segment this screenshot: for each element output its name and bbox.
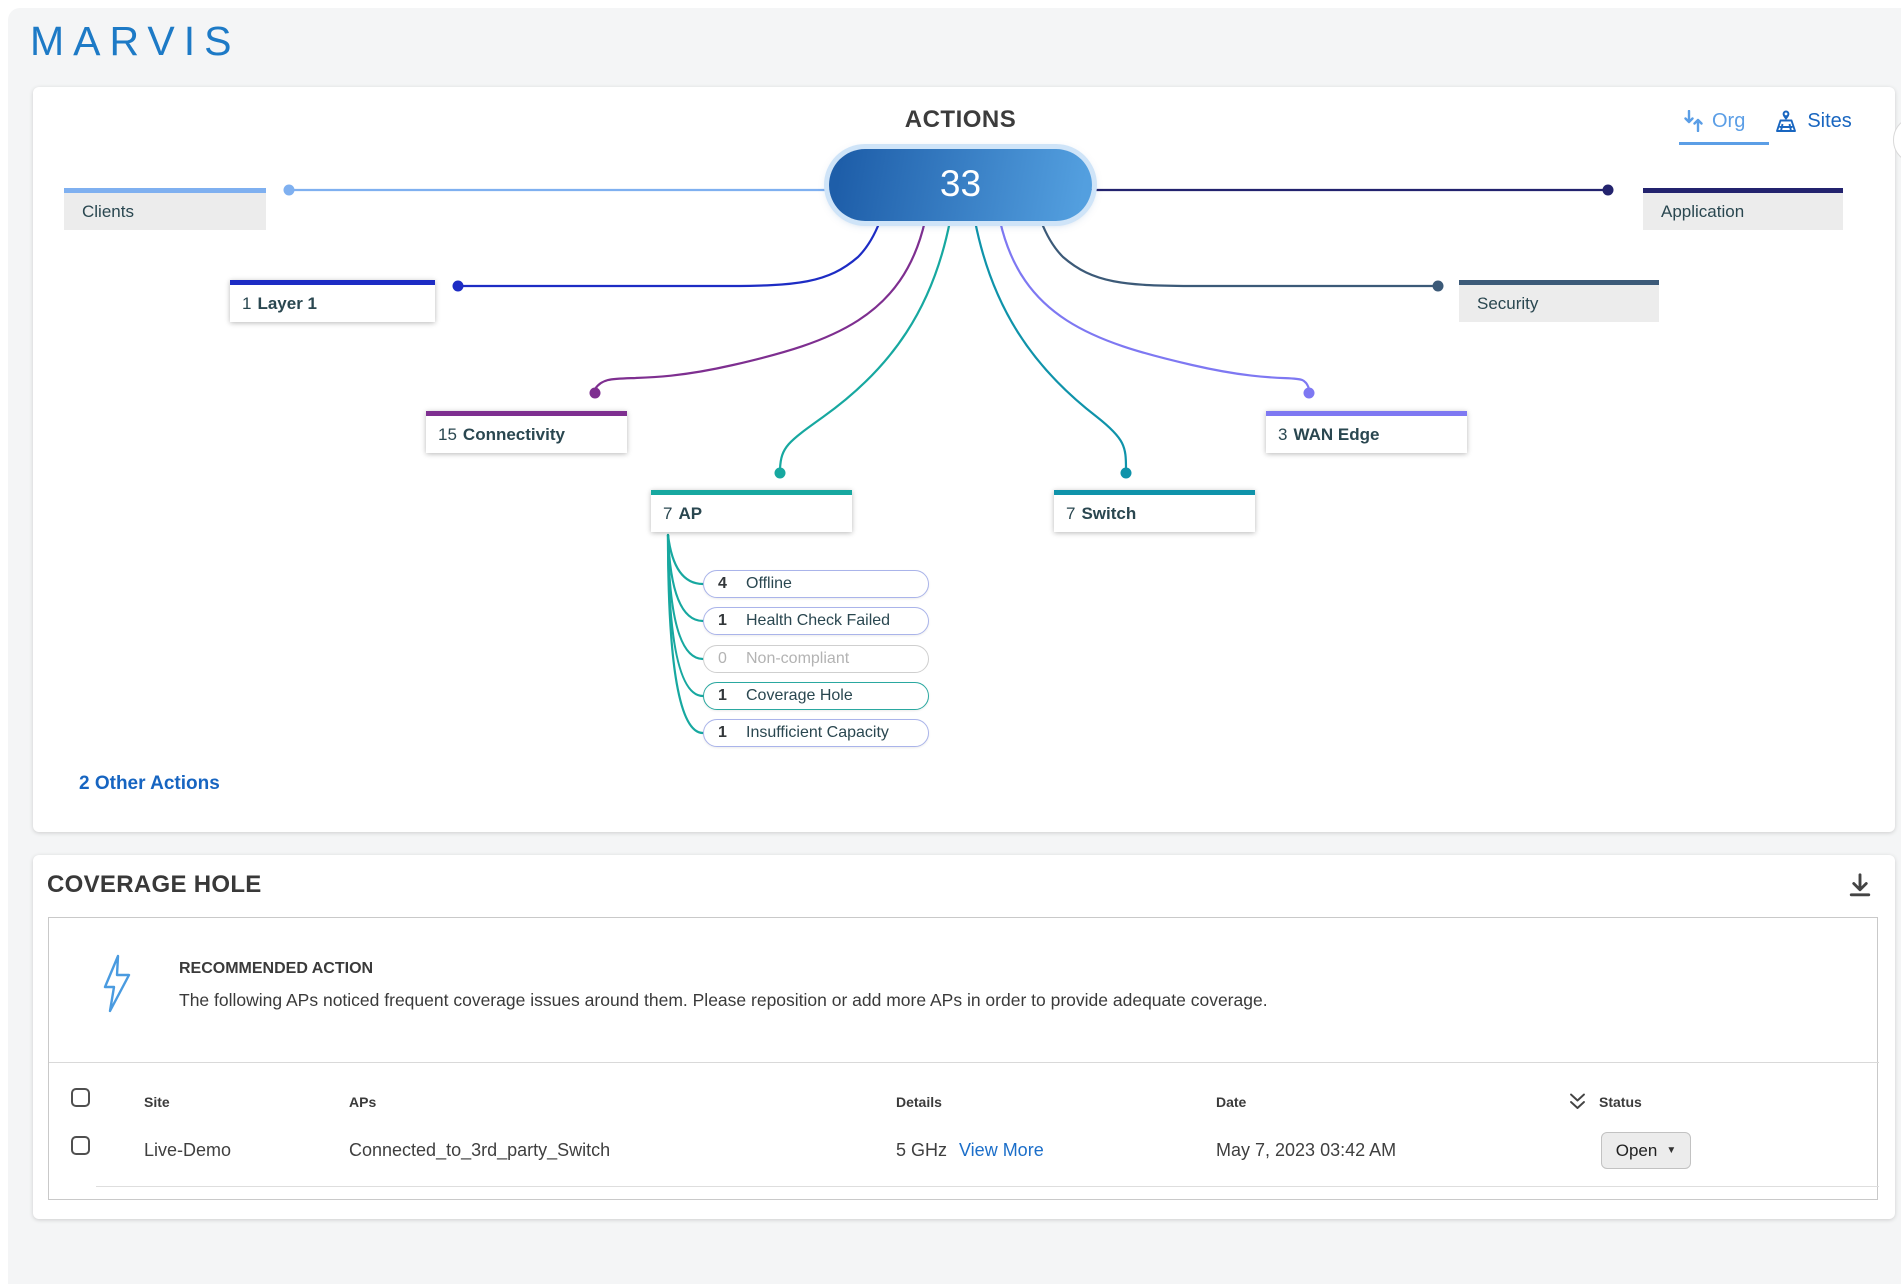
node-application[interactable]: Application (1643, 188, 1843, 230)
edge-dot-layer1 (452, 280, 464, 292)
node-ap[interactable]: 7 AP (651, 490, 852, 532)
node-count: 1 (242, 294, 252, 313)
sort-arrows-icon (1684, 110, 1703, 132)
pill-count: 0 (718, 650, 727, 667)
column-header-date: Date (1216, 1094, 1247, 1110)
download-icon[interactable] (1845, 871, 1875, 901)
actions-panel: ACTIONS 33 Org (33, 87, 1895, 832)
column-header-status: Status (1599, 1094, 1642, 1110)
pill-label: Non-compliant (746, 650, 850, 667)
node-label: Application (1661, 202, 1745, 221)
edge-security (1039, 219, 1435, 288)
actions-title: ACTIONS (904, 106, 1017, 133)
node-count: 7 (1066, 504, 1076, 523)
sites-map-icon (1776, 110, 1797, 132)
node-label: Clients (82, 202, 134, 221)
sites-toggle-label: Sites (1807, 109, 1852, 132)
org-toggle-label: Org (1712, 109, 1746, 132)
pill-label: Insufficient Capacity (746, 724, 889, 741)
pill-count: 1 (718, 687, 727, 704)
view-toggle: Org Sites (1679, 109, 1852, 145)
edge-dot-ap (774, 467, 786, 479)
coverage-content-box: RECOMMENDED ACTION The following APs not… (48, 917, 1879, 1200)
node-label: Switch (1081, 504, 1137, 523)
node-wan-edge[interactable]: 3 WAN Edge (1266, 411, 1467, 453)
pill-count: 1 (718, 612, 727, 629)
node-switch[interactable]: 7 Switch (1054, 490, 1255, 532)
caret-down-icon: ▼ (1666, 1145, 1677, 1156)
ap-subitem-non-compliant[interactable]: 0 Non-compliant (703, 645, 929, 673)
sites-toggle-button[interactable]: Sites (1773, 109, 1852, 133)
status-dropdown[interactable]: Open ▼ (1601, 1132, 1691, 1169)
ap-subitem-insufficient-capacity[interactable]: 1 Insufficient Capacity (703, 719, 929, 747)
edge-dot-clients (283, 184, 295, 196)
node-count: 15 (438, 425, 457, 444)
edge-layer1 (461, 219, 882, 288)
node-count: 3 (1278, 425, 1288, 444)
lightning-bolt-icon (103, 954, 131, 1013)
pill-label: Offline (746, 575, 792, 592)
view-more-link[interactable]: View More (959, 1140, 1044, 1160)
collapse-all-icon[interactable] (1569, 1092, 1586, 1111)
column-header-site: Site (144, 1094, 170, 1110)
org-active-underline (1679, 142, 1769, 145)
fan-offline (666, 533, 705, 586)
coverage-panel-title: COVERAGE HOLE (47, 871, 262, 898)
table-divider (49, 1062, 1879, 1063)
other-actions-link[interactable]: 2 Other Actions (79, 773, 220, 794)
fan-insufficient-capacity (666, 533, 705, 735)
node-count: 7 (663, 504, 673, 523)
pill-label: Health Check Failed (746, 612, 891, 629)
status-dropdown-value: Open (1615, 1140, 1658, 1160)
actions-graph-edges (283, 184, 1614, 735)
recommended-action-heading: RECOMMENDED ACTION (179, 960, 374, 977)
node-label: Connectivity (462, 425, 565, 444)
node-label: Layer 1 (257, 294, 318, 313)
edge-switch (973, 219, 1128, 471)
cell-aps: Connected_to_3rd_party_Switch (349, 1140, 611, 1160)
pill-count: 1 (718, 724, 727, 741)
recommended-action-description: The following APs noticed frequent cover… (179, 990, 1268, 1010)
row-divider (96, 1186, 1879, 1187)
pill-label: Coverage Hole (746, 687, 853, 704)
select-all-checkbox[interactable] (71, 1088, 90, 1107)
column-header-aps: APs (349, 1094, 377, 1110)
edge-dot-application (1602, 184, 1614, 196)
cell-site: Live-Demo (144, 1140, 232, 1160)
edge-dot-connectivity (589, 387, 601, 399)
node-security[interactable]: Security (1459, 280, 1659, 322)
row-checkbox[interactable] (71, 1136, 90, 1155)
page-title: MARVIS (30, 18, 241, 64)
cell-details: 5 GHz (896, 1140, 948, 1160)
edge-dot-security (1432, 280, 1444, 292)
total-actions-node[interactable]: 33 (829, 149, 1092, 221)
coverage-hole-panel: COVERAGE HOLE RECOMMENDED ACTION The fol… (33, 855, 1895, 1219)
node-connectivity[interactable]: 15 Connectivity (426, 411, 627, 453)
edge-connectivity (593, 219, 927, 391)
cell-date: May 7, 2023 03:42 AM (1216, 1140, 1397, 1160)
node-clients[interactable]: Clients (64, 188, 266, 230)
node-label: WAN Edge (1293, 425, 1380, 444)
node-label: AP (678, 504, 703, 523)
edge-dot-switch (1120, 467, 1132, 479)
edge-ap (778, 219, 952, 471)
edge-dot-wan-edge (1303, 387, 1315, 399)
edge-wan-edge (998, 219, 1311, 391)
ap-subitem-health-check-failed[interactable]: 1 Health Check Failed (703, 607, 929, 635)
node-layer1[interactable]: 1 Layer 1 (230, 280, 435, 322)
ap-subitem-coverage-hole[interactable]: 1 Coverage Hole (703, 682, 929, 710)
column-header-details: Details (896, 1094, 942, 1110)
pill-count: 4 (718, 575, 727, 592)
org-toggle-button[interactable]: Org (1679, 109, 1769, 145)
node-label: Security (1477, 294, 1539, 313)
ap-subitem-offline[interactable]: 4 Offline (703, 570, 929, 598)
